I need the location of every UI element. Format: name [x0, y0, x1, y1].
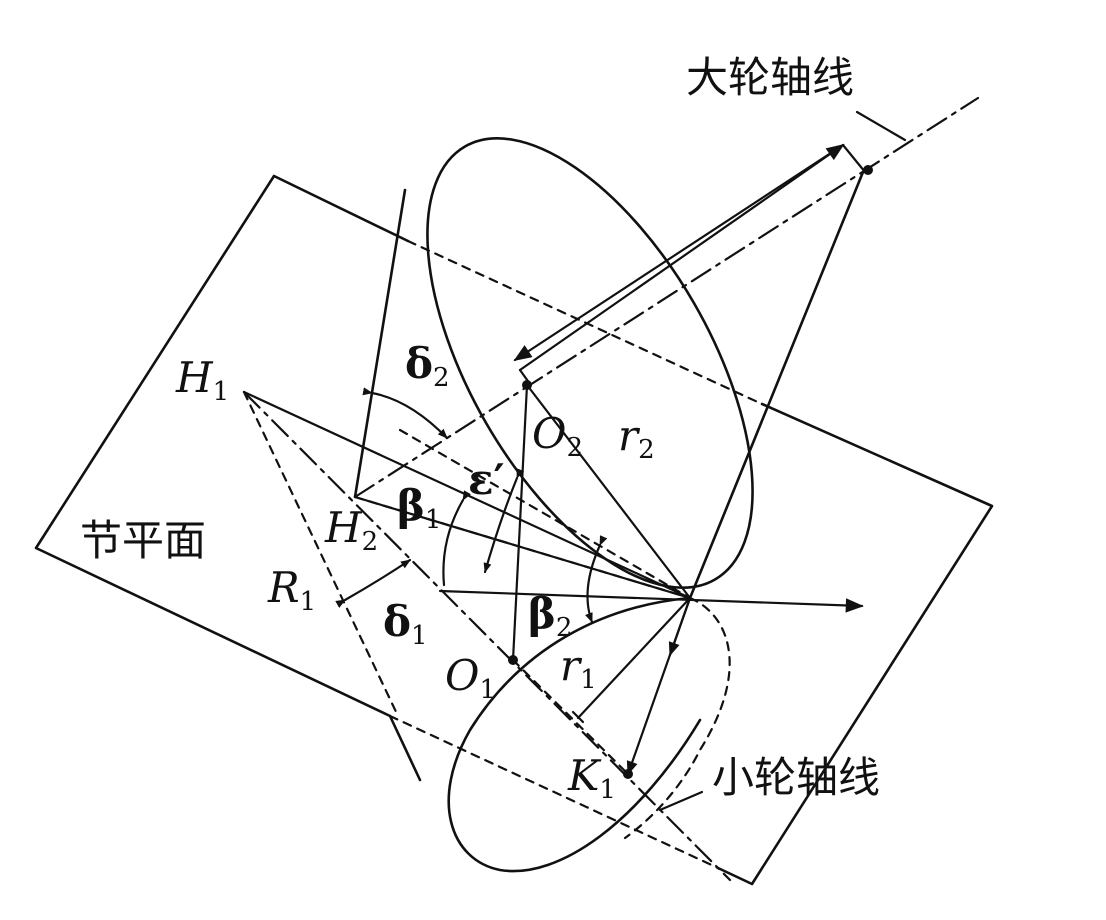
big-axis-tick-1 — [841, 143, 867, 174]
label-small-axis: 小轮轴线 — [712, 753, 880, 802]
beta1-angle-arc — [442, 490, 471, 587]
label-r1-capital: R1 — [267, 563, 316, 617]
small-axis-label-leader — [658, 790, 704, 812]
big-gear-base-ellipse — [426, 137, 754, 589]
label-o2: O2 — [532, 409, 583, 463]
label-delta2: δ2 — [405, 339, 450, 393]
label-big-axis: 大轮轴线 — [686, 53, 854, 102]
apex-down-arrow — [668, 596, 692, 657]
small-gear-base-ellipse-hidden — [623, 596, 731, 840]
point-o2 — [522, 380, 532, 390]
apex-horizontal-arrow — [438, 589, 864, 613]
big-gear-axis — [353, 96, 980, 499]
big-axis-dim-arrow-up — [518, 143, 845, 372]
h1-to-r1-dashed — [242, 390, 400, 718]
small-cone-generatrix — [388, 714, 422, 782]
r1-tick — [571, 710, 585, 724]
pitch-plane-hidden-bottom — [388, 714, 720, 870]
point-k1 — [623, 769, 633, 779]
label-r2: r2 — [618, 411, 655, 465]
big-axis-dim-arrow-down — [513, 143, 845, 362]
pitch-plane-hidden-top — [406, 239, 764, 406]
label-o1: O1 — [445, 651, 496, 705]
label-delta1: δ1 — [383, 597, 428, 651]
delta1-angle-arc — [335, 558, 412, 608]
small-gear-axis — [242, 390, 732, 882]
delta2-angle-arc — [362, 387, 449, 440]
epsilon-angle-arc — [483, 468, 525, 574]
pitch-plane-outline — [34, 174, 410, 718]
k1-dashed — [511, 658, 630, 776]
h2-upper-dashed — [353, 495, 692, 600]
beta2-angle-arc — [585, 535, 608, 624]
label-beta1: β1 — [397, 481, 441, 535]
small-gear-base-ellipse-front — [447, 596, 702, 873]
label-epsilon: ε′ — [468, 455, 505, 504]
label-r1: r1 — [560, 641, 597, 695]
r1-radius-line — [576, 596, 692, 720]
pitch-plane-outline-right — [716, 402, 994, 886]
big-cone-generatrix-1 — [353, 188, 407, 499]
point-big-axis — [863, 165, 873, 175]
big-axis-label-leader — [855, 110, 907, 142]
label-k1: K1 — [567, 751, 616, 805]
label-beta2: β2 — [528, 589, 572, 643]
label-pitch-plane: 节平面 — [80, 516, 206, 565]
label-h2: H2 — [324, 503, 378, 557]
point-o1 — [508, 655, 518, 665]
big-cone-generatrix-2 — [688, 170, 865, 600]
label-h1: H1 — [175, 353, 229, 407]
r2-radius-line — [525, 383, 692, 600]
o2-to-apex-dashed — [398, 428, 692, 600]
